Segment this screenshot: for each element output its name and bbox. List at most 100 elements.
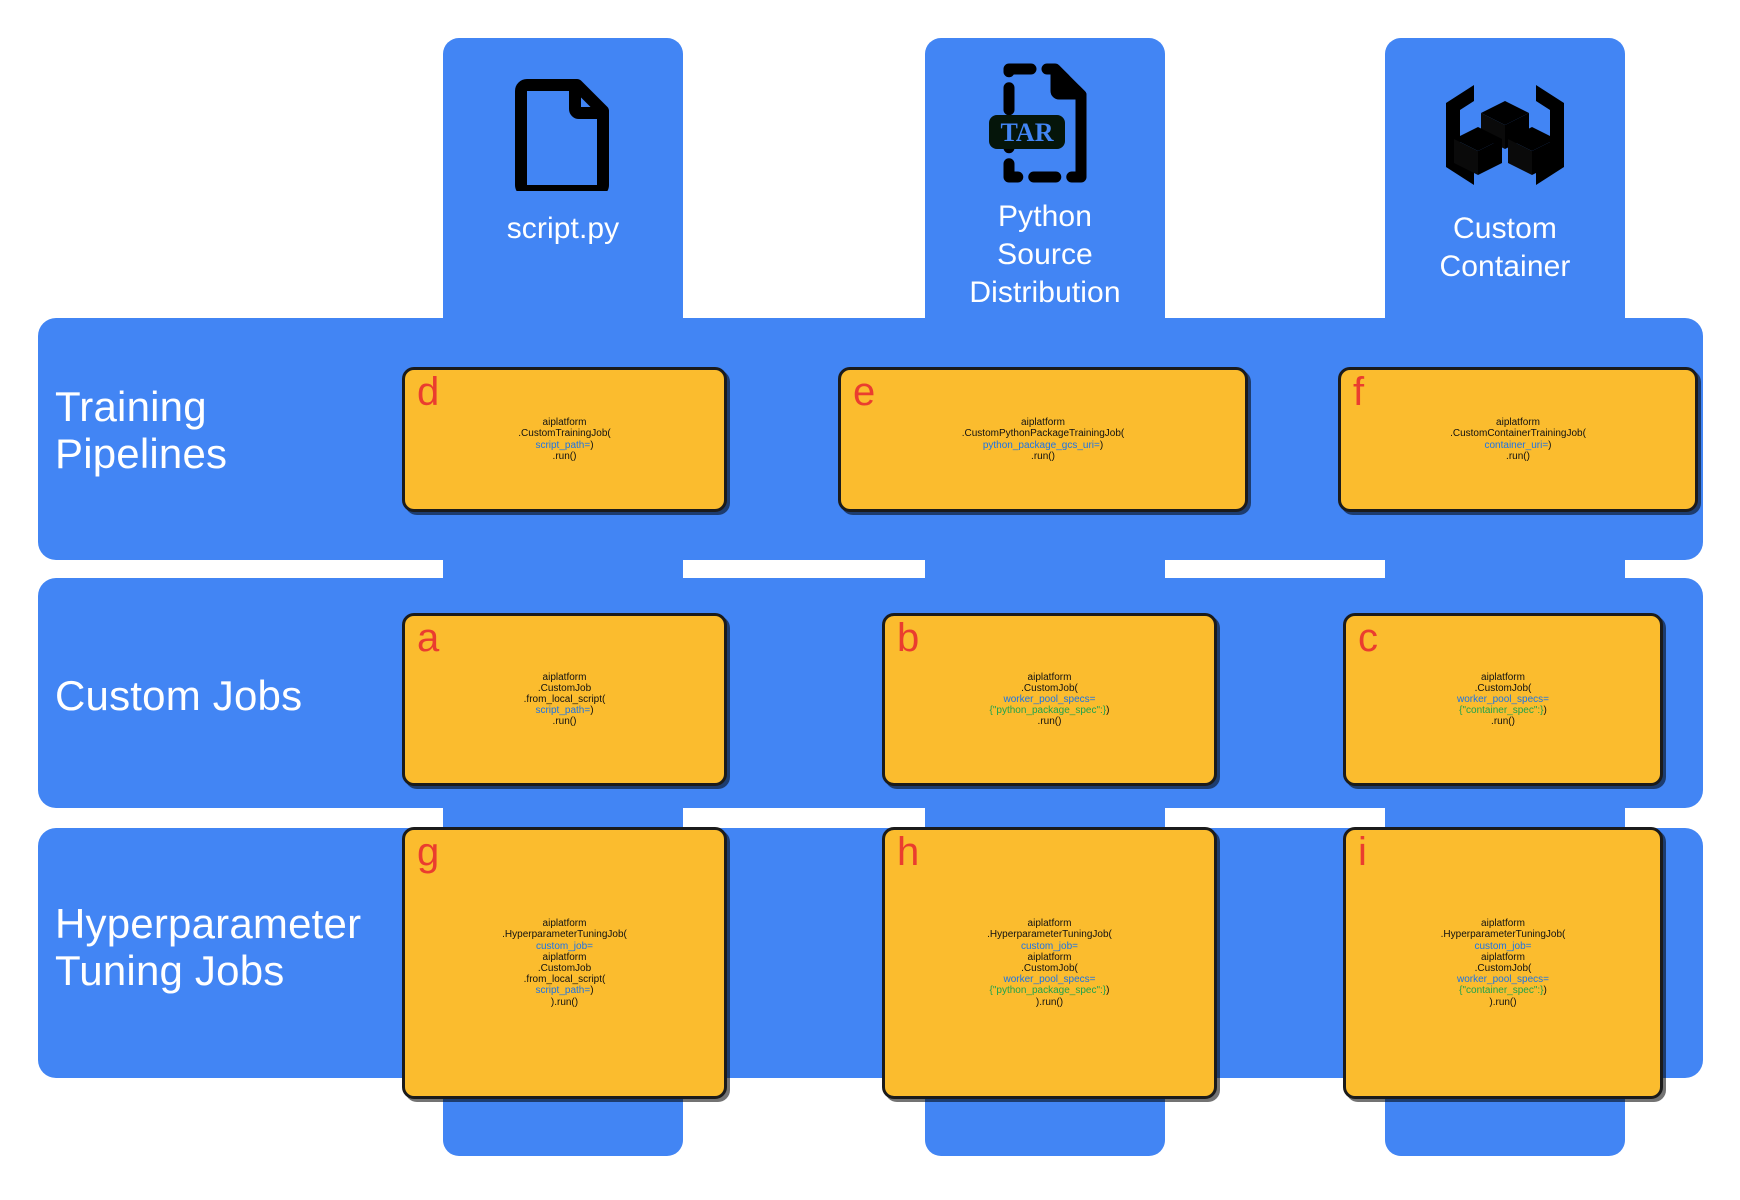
code-token-plain: aiplatform xyxy=(1481,671,1525,683)
code-token-plain: ) xyxy=(590,705,594,717)
card-code-e: aiplatform.CustomPythonPackageTrainingJo… xyxy=(841,413,1245,466)
column-caption-script: script.py xyxy=(506,212,620,245)
code-line: .from_local_script( xyxy=(407,694,722,705)
code-token-plain: .CustomPythonPackageTrainingJob( xyxy=(961,428,1125,440)
card-d[interactable]: d aiplatform.CustomTrainingJob(script_pa… xyxy=(402,367,727,512)
code-line: aiplatform xyxy=(887,952,1212,963)
code-token-plain: .CustomContainerTrainingJob( xyxy=(1450,428,1586,440)
code-line: .run() xyxy=(887,716,1212,727)
code-token-param: script_path= xyxy=(535,705,591,717)
code-token-plain: .run() xyxy=(1491,716,1515,728)
code-token-plain: .CustomJob xyxy=(537,682,592,694)
code-line: python_package_gcs_uri=) xyxy=(843,440,1243,451)
code-line: aiplatform xyxy=(887,918,1212,929)
card-b[interactable]: b aiplatform.CustomJob(worker_pool_specs… xyxy=(882,613,1217,786)
code-token-plain: ) xyxy=(1548,439,1552,451)
card-c[interactable]: c aiplatform.CustomJob(worker_pool_specs… xyxy=(1343,613,1663,786)
code-line: {"container_spec":}) xyxy=(1348,985,1658,996)
card-code-i: aiplatform.HyperparameterTuningJob(custo… xyxy=(1346,914,1660,1012)
code-token-param: custom_job= xyxy=(1021,940,1078,952)
code-line: .CustomJob( xyxy=(887,963,1212,974)
code-token-plain: aiplatform xyxy=(1027,918,1072,930)
row-label-training-pipelines: Training Pipelines xyxy=(55,383,228,478)
code-line: .HyperparameterTuningJob( xyxy=(1348,929,1658,940)
card-i[interactable]: i aiplatform.HyperparameterTuningJob(cus… xyxy=(1343,827,1663,1099)
code-token-param: script_path= xyxy=(535,985,591,997)
code-line: .run() xyxy=(407,716,722,727)
code-token-plain: .from_local_script( xyxy=(523,693,606,705)
card-code-f: aiplatform.CustomContainerTrainingJob(co… xyxy=(1341,413,1695,466)
code-line: .CustomJob( xyxy=(887,683,1212,694)
column-header-script: script.py xyxy=(443,60,683,248)
code-token-plain: .run() xyxy=(1506,450,1530,462)
card-f[interactable]: f aiplatform.CustomContainerTrainingJob(… xyxy=(1338,367,1698,512)
code-token-plain: aiplatform xyxy=(1481,951,1525,963)
code-line: worker_pool_specs= xyxy=(887,694,1212,705)
code-line: .HyperparameterTuningJob( xyxy=(887,929,1212,940)
code-token-plain: .CustomJob( xyxy=(1474,682,1532,694)
code-token-plain: ) xyxy=(1099,439,1104,451)
code-line: .CustomPythonPackageTrainingJob( xyxy=(843,428,1243,439)
code-line: {"python_package_spec":}) xyxy=(887,705,1212,716)
card-code-g: aiplatform.HyperparameterTuningJob(custo… xyxy=(405,914,724,1012)
card-g[interactable]: g aiplatform.HyperparameterTuningJob(cus… xyxy=(402,827,727,1099)
code-token-plain: aiplatform xyxy=(542,918,587,930)
card-badge-i: i xyxy=(1358,830,1367,874)
code-line: ).run() xyxy=(887,997,1212,1008)
code-line: .from_local_script( xyxy=(407,974,722,985)
code-line: .run() xyxy=(843,451,1243,462)
card-badge-a: a xyxy=(417,616,440,660)
code-line: .CustomJob xyxy=(407,683,722,694)
card-e[interactable]: e aiplatform.CustomPythonPackageTraining… xyxy=(838,367,1248,512)
code-line: aiplatform xyxy=(1348,918,1658,929)
card-badge-b: b xyxy=(897,616,920,660)
code-line: .run() xyxy=(1343,451,1693,462)
code-line: script_path=) xyxy=(407,440,722,451)
code-token-param: custom_job= xyxy=(536,940,593,952)
container-cubes-icon xyxy=(1385,60,1625,210)
code-line: .CustomJob xyxy=(407,963,722,974)
code-line: aiplatform xyxy=(407,417,722,428)
column-caption-python-source-dist: Python Source Distribution xyxy=(969,200,1121,310)
code-token-plain: ) xyxy=(1543,985,1547,997)
code-token-spec: {"python_package_spec":} xyxy=(989,985,1107,997)
code-token-plain: ) xyxy=(1106,985,1110,997)
code-token-plain: ) xyxy=(590,985,594,997)
card-h[interactable]: h aiplatform.HyperparameterTuningJob(cus… xyxy=(882,827,1217,1099)
code-line: script_path=) xyxy=(407,985,722,996)
code-line: {"container_spec":}) xyxy=(1348,705,1658,716)
card-badge-d: d xyxy=(417,370,440,414)
code-line: .HyperparameterTuningJob( xyxy=(407,929,722,940)
code-line: worker_pool_specs= xyxy=(887,974,1212,985)
card-code-a: aiplatform.CustomJob.from_local_script(s… xyxy=(405,668,724,732)
code-line: aiplatform xyxy=(1348,952,1658,963)
code-token-plain: aiplatform xyxy=(1021,417,1065,429)
code-line: worker_pool_specs= xyxy=(1348,694,1658,705)
code-token-spec: {"container_spec":} xyxy=(1459,705,1544,717)
code-token-plain: .CustomJob( xyxy=(1474,963,1532,974)
code-token-plain: .run() xyxy=(1031,450,1055,462)
code-line: aiplatform xyxy=(887,672,1212,683)
code-line: container_uri=) xyxy=(1343,440,1693,451)
code-token-plain: aiplatform xyxy=(1481,918,1525,930)
card-a[interactable]: a aiplatform.CustomJob.from_local_script… xyxy=(402,613,727,786)
card-badge-c: c xyxy=(1358,616,1378,660)
code-line: custom_job= xyxy=(887,941,1212,952)
code-token-plain: .run() xyxy=(1037,716,1062,728)
code-token-param: worker_pool_specs= xyxy=(1003,974,1096,986)
card-badge-g: g xyxy=(417,830,440,874)
code-line: aiplatform xyxy=(407,672,722,683)
code-token-plain: .CustomJob( xyxy=(1021,963,1078,974)
code-token-plain: .run() xyxy=(552,716,577,728)
card-badge-e: e xyxy=(853,370,876,414)
code-line: ).run() xyxy=(1348,997,1658,1008)
code-token-plain: .CustomJob xyxy=(537,963,592,974)
code-line: aiplatform xyxy=(407,918,722,929)
card-code-d: aiplatform.CustomTrainingJob(script_path… xyxy=(405,413,724,466)
code-token-param: script_path= xyxy=(535,439,591,451)
code-token-plain: aiplatform xyxy=(542,951,587,963)
code-token-plain: aiplatform xyxy=(542,671,587,683)
code-token-plain: ) xyxy=(1106,705,1110,717)
code-token-plain: aiplatform xyxy=(542,417,587,429)
